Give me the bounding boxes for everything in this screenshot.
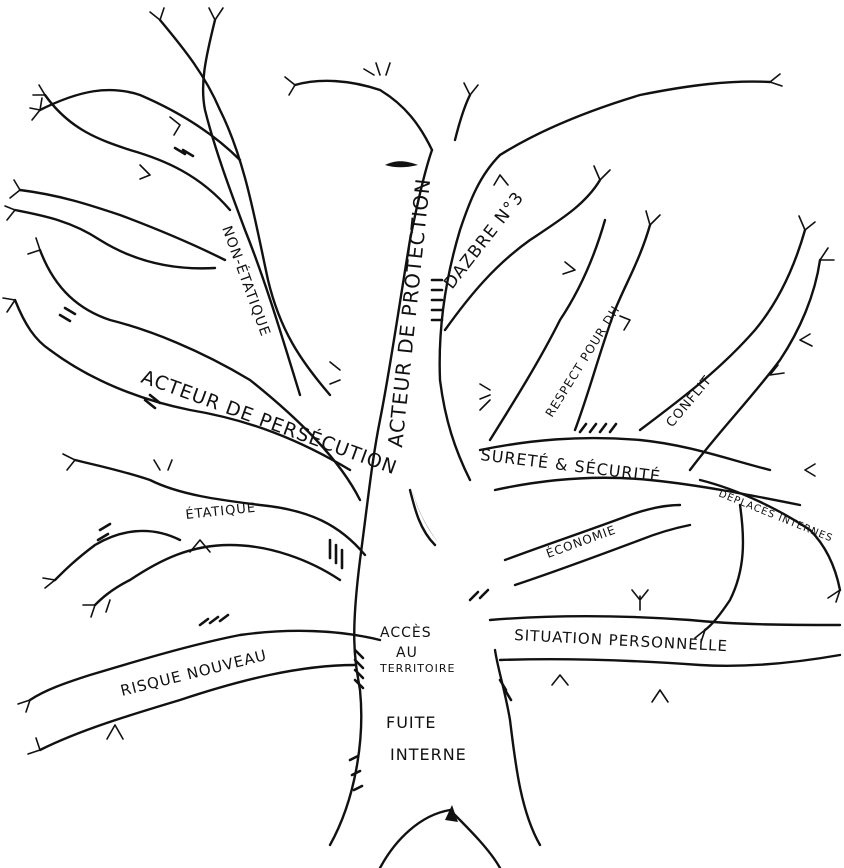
trunk-crack (408, 488, 437, 547)
label-acteur-de-protection: ACTEUR DE PROTECTION (383, 177, 435, 449)
branch-non-etatique-left (158, 18, 332, 397)
branch-economie-lower (513, 523, 692, 587)
branch-top-center-mid (453, 93, 472, 142)
branch-top-left-3 (18, 188, 227, 262)
label-etatique: ÉTATIQUE (185, 500, 257, 523)
branch-dark-notch (385, 161, 418, 168)
branch-conflit-bottom (688, 258, 822, 472)
branch-top-left-1 (38, 88, 242, 162)
label-deplaces-internes: DEPLACÉS INTERNES (717, 487, 835, 545)
branch-surete-bottom (493, 476, 802, 507)
twigs (2, 7, 841, 755)
branch-persecution-top (38, 248, 362, 502)
branch-situation-top (488, 615, 842, 627)
label-territoire: TERRITOIRE (379, 662, 455, 675)
trunk-base (378, 808, 502, 868)
label-conflit: CONFLIT (664, 373, 716, 431)
label-interne: INTERNE (390, 745, 467, 764)
branch-non-etatique-right (201, 18, 302, 397)
branch-top-left-4 (13, 208, 217, 270)
branch-respect-right (573, 223, 652, 432)
label-non-etatique: NON-ÉTATIQUE (218, 224, 274, 339)
branch-deplaces-lower (703, 503, 745, 632)
label-respect-pour-dh: RESPECT POUR DH (543, 303, 623, 420)
branch-economie (503, 503, 682, 562)
label-dazbre: DAZBRE N°3 (440, 188, 528, 293)
label-situation-personnelle: SITUATION PERSONNELLE (514, 626, 729, 655)
label-risque-nouveau: RISQUE NOUVEAU (119, 646, 269, 700)
branch-deplaces (698, 478, 842, 592)
branch-respect-left (488, 218, 607, 442)
branch-etatique-bottom (93, 543, 342, 607)
branch-top-left-2 (43, 93, 232, 212)
branch-risque-top (28, 629, 382, 702)
label-au: AU (396, 645, 418, 661)
branch-top-center-left (293, 79, 434, 152)
branch-surete-top (478, 436, 772, 472)
branch-etatique-lower (53, 529, 182, 582)
hatching (58, 146, 618, 792)
branch-situation-bottom (498, 653, 842, 667)
branch-etatique-top (73, 458, 367, 557)
branch-risque-bottom (38, 663, 357, 752)
trunk-left-edge (328, 148, 434, 847)
branch-persecution-bottom (13, 298, 352, 472)
branch-conflit-top (638, 228, 807, 432)
trunk-right-edge (493, 648, 542, 847)
label-acces: ACCÈS (380, 624, 432, 641)
trunk-inner-right (438, 153, 502, 482)
base-dark-notch (445, 805, 458, 822)
branch-dazbre (443, 178, 602, 332)
branch-top-center-right (498, 80, 772, 157)
label-acteur-de-persecution: ACTEUR DE PERSÉCUTION (138, 365, 400, 479)
label-fuite: FUITE (386, 713, 437, 732)
